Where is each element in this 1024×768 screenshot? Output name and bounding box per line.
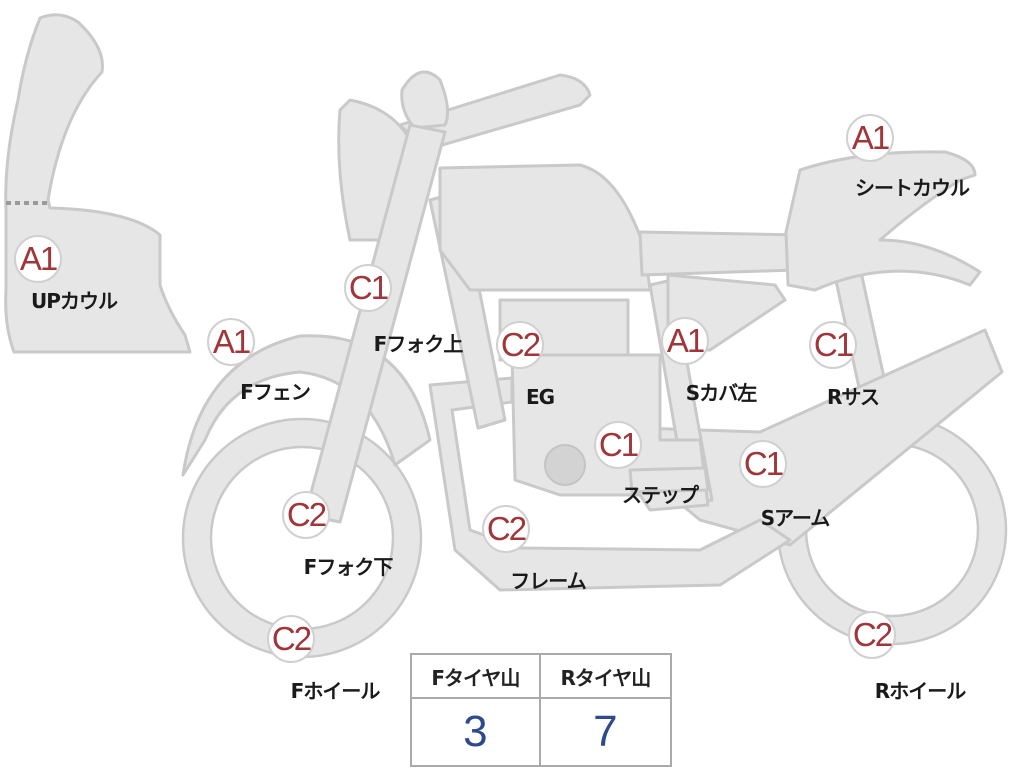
grade-badge: C2 — [496, 321, 544, 369]
grade-badge: A1 — [14, 235, 62, 283]
grade-badge: A1 — [661, 317, 709, 365]
grade-badge: C1 — [809, 321, 857, 369]
part-label: シートカウル — [855, 176, 970, 200]
grade-badge: C2 — [282, 491, 330, 539]
tire-tread-table: Fタイヤ山 Rタイヤ山 3 7 — [410, 653, 673, 767]
table-header-row: Fタイヤ山 Rタイヤ山 — [410, 653, 673, 699]
rear-tread-header: Rタイヤ山 — [538, 653, 673, 699]
handlebar-shape — [398, 73, 592, 152]
fuel-tank-shape — [438, 163, 652, 292]
part-label: Sカバ左 — [685, 381, 757, 405]
part-label: UPカウル — [31, 289, 118, 313]
part-label: EG — [525, 385, 555, 409]
part-label: ステップ — [622, 483, 699, 507]
grade-badge: C1 — [594, 421, 642, 469]
part-label: Sアーム — [760, 506, 831, 530]
seat-shape — [638, 230, 802, 277]
grade-badge: C2 — [848, 611, 896, 659]
part-label: フレーム — [510, 569, 586, 593]
part-label: Fホイール — [290, 679, 381, 703]
grade-badge: C2 — [482, 505, 530, 553]
part-label: Rサス — [826, 385, 880, 409]
front-fork-shape — [303, 123, 447, 524]
part-label: Fフォク上 — [373, 332, 464, 356]
table-row: 3 7 — [410, 697, 673, 767]
grade-badge: C1 — [344, 264, 392, 312]
part-label: Fフェン — [240, 380, 311, 404]
part-label: Fフォク下 — [303, 555, 394, 579]
rear-tread-value: 7 — [538, 697, 673, 767]
grade-badge: A1 — [846, 114, 894, 162]
grade-badge: C1 — [739, 440, 787, 488]
front-tread-header: Fタイヤ山 — [410, 653, 541, 699]
grade-badge: A1 — [207, 318, 255, 366]
step-shape — [628, 466, 710, 494]
grade-badge: C2 — [267, 615, 315, 663]
part-label: Rホイール — [874, 679, 966, 703]
seat-cowl-shape — [784, 150, 982, 292]
front-tread-value: 3 — [410, 697, 541, 767]
